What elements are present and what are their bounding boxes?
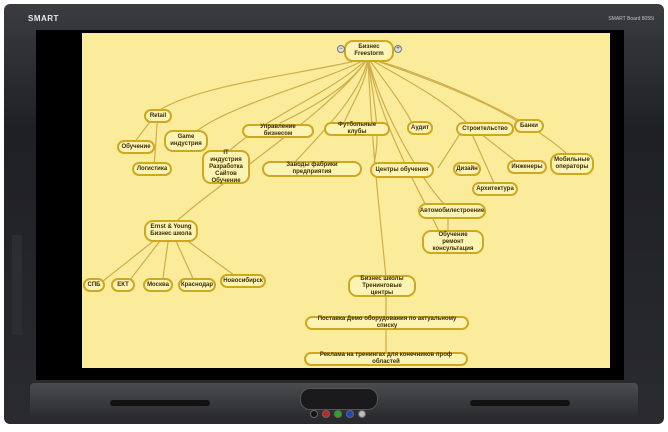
- link: [193, 57, 369, 134]
- link: [343, 57, 369, 124]
- link: [367, 57, 521, 124]
- eraser-button[interactable]: [358, 410, 366, 418]
- color-buttons: [300, 410, 376, 422]
- node-audit[interactable]: Аудит: [407, 121, 433, 135]
- expand-plus-icon[interactable]: +: [394, 45, 402, 53]
- node-reklama[interactable]: Реклама на тренингах для конечников проф…: [304, 352, 468, 366]
- link: [228, 57, 369, 152]
- node-it[interactable]: IT индустрия Разработка Сайтов Обучение: [202, 150, 250, 184]
- node-upravlenie[interactable]: Управление бизнесом: [242, 124, 314, 138]
- node-postavka[interactable]: Поставка Демо оборудования по актуальном…: [305, 316, 469, 330]
- node-dizain[interactable]: Дизайн: [453, 162, 481, 176]
- node-spb[interactable]: СПБ: [83, 278, 105, 292]
- node-inzhenery[interactable]: Инженеры: [507, 160, 547, 174]
- node-remont[interactable]: Обучение ремонт консультация: [422, 230, 484, 254]
- link: [367, 57, 468, 124]
- red-pen-button[interactable]: [322, 410, 330, 418]
- mindmap-links: [97, 57, 567, 358]
- link: [367, 57, 413, 124]
- model-label: SMART Board 8055i: [608, 16, 654, 22]
- node-centry[interactable]: Центры обучения: [370, 162, 434, 178]
- node-stroitelstvo[interactable]: Строительство: [456, 122, 514, 136]
- collapse-minus-icon[interactable]: −: [337, 45, 345, 53]
- node-avto[interactable]: Автомобилестроение: [418, 203, 486, 219]
- green-pen-button[interactable]: [334, 410, 342, 418]
- node-retail[interactable]: Retail: [144, 109, 172, 123]
- node-ernst[interactable]: Ernst & Young Бизнес школа: [144, 220, 198, 242]
- link: [169, 57, 369, 229]
- node-zavody[interactable]: Заводы фабрики предприятия: [262, 161, 362, 177]
- control-panel: [300, 388, 378, 410]
- right-pen[interactable]: [470, 400, 570, 406]
- blue-pen-button[interactable]: [346, 410, 354, 418]
- link: [367, 57, 378, 164]
- node-novosibirsk[interactable]: Новосибирск: [220, 274, 266, 288]
- node-ekt[interactable]: ЕКТ: [111, 278, 135, 292]
- node-game[interactable]: Game индустрия: [164, 130, 208, 152]
- link: [367, 57, 387, 279]
- link: [157, 57, 369, 112]
- node-moskva[interactable]: Москва: [143, 278, 173, 292]
- node-obuchenie[interactable]: Обучение: [117, 140, 155, 154]
- root-node[interactable]: Бизнес Freestorm: [344, 40, 394, 62]
- node-logistika[interactable]: Логистика: [132, 162, 172, 176]
- node-mobilnye[interactable]: Мобильные операторы: [550, 153, 594, 175]
- node-shkoly[interactable]: Бизнес школы Тренинговые центры: [348, 275, 416, 297]
- link: [367, 57, 449, 209]
- side-panel: [12, 235, 22, 335]
- link: [293, 57, 369, 164]
- node-banki[interactable]: Банки: [514, 119, 544, 133]
- node-arhitektura[interactable]: Архитектура: [472, 182, 518, 196]
- mindmap-canvas[interactable]: Бизнес Freestorm − + Retail Обучение Лог…: [82, 33, 610, 368]
- left-pen[interactable]: [110, 400, 210, 406]
- brand-logo: SMART: [28, 14, 59, 23]
- node-krasnodar[interactable]: Краснодар: [178, 278, 216, 292]
- node-futbol[interactable]: Футбольные клубы: [324, 122, 390, 136]
- link: [367, 57, 567, 154]
- black-pen-button[interactable]: [310, 410, 318, 418]
